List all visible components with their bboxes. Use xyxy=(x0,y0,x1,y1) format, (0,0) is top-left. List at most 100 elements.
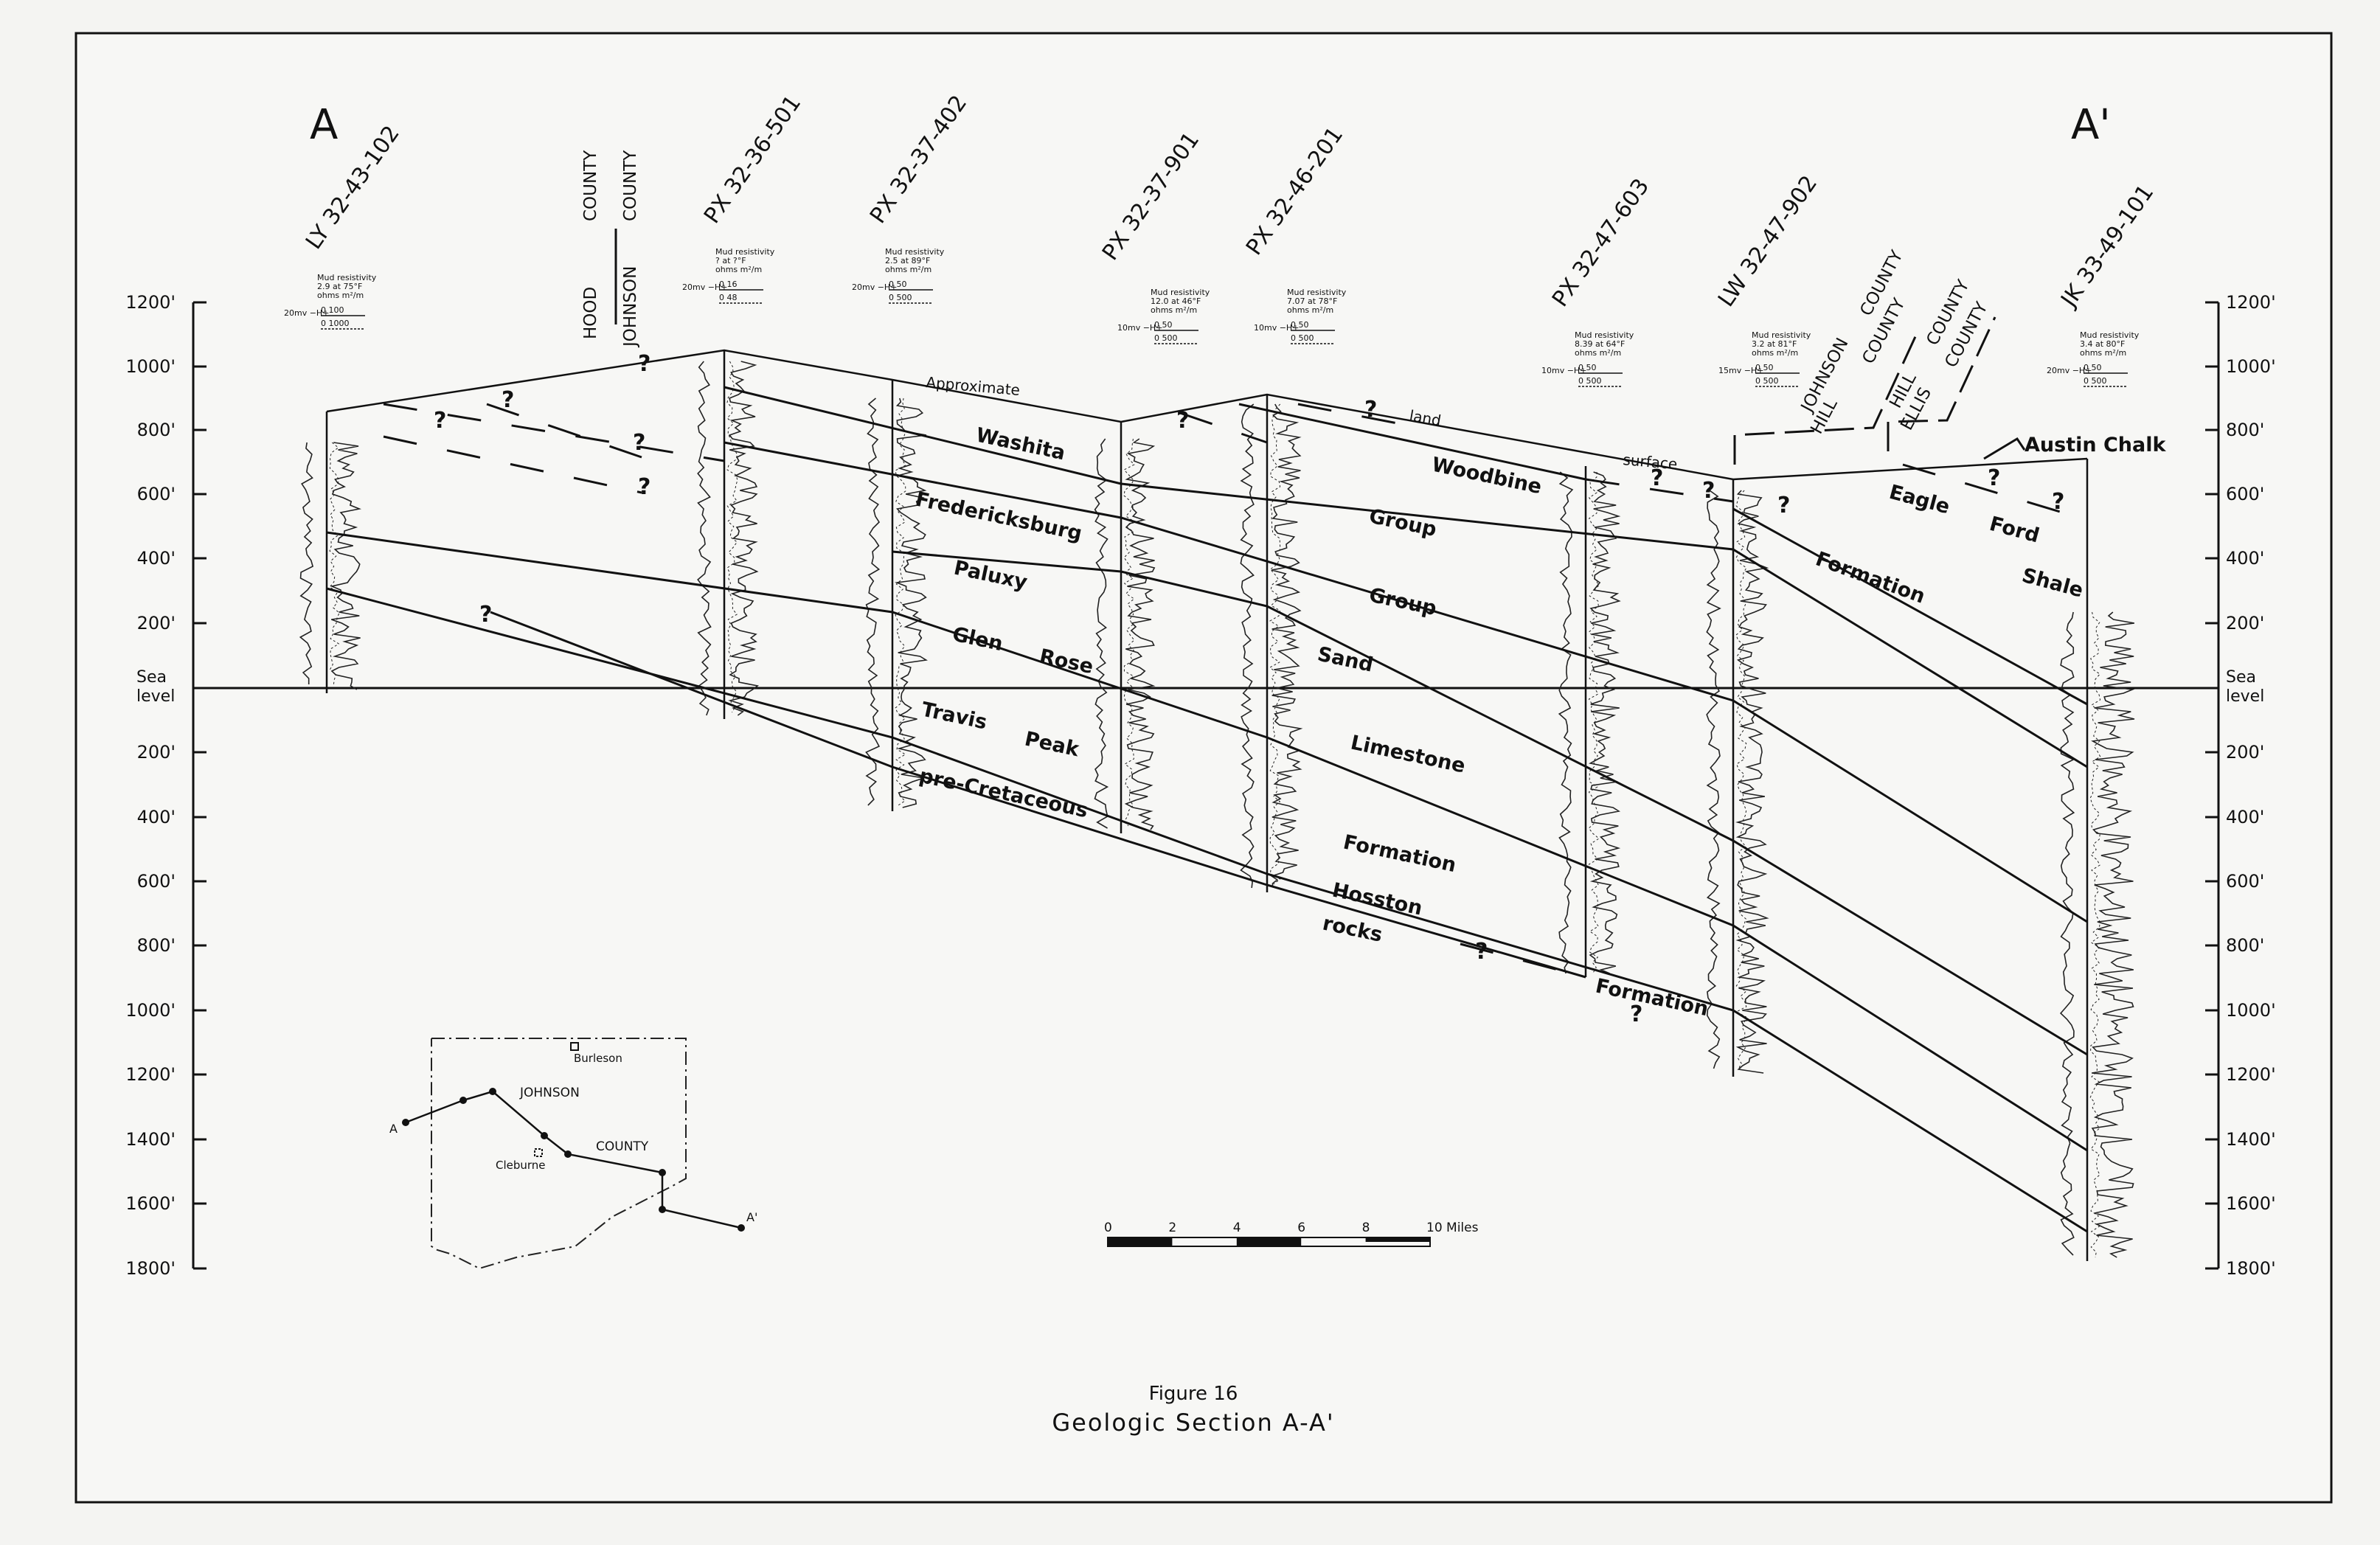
depth-label: 1200' xyxy=(125,1064,176,1085)
question-mark: ? xyxy=(1702,478,1715,504)
question-mark: ? xyxy=(1777,493,1790,518)
question-mark: ? xyxy=(2052,489,2064,515)
mud-resistivity-line: ohms m²/m xyxy=(1151,305,1197,315)
sp-log-curve xyxy=(1094,438,1109,829)
figure-title: Geologic Section A-A' xyxy=(1052,1409,1334,1437)
mud-resistivity-line: ohms m²/m xyxy=(1752,348,1798,358)
question-mark: ? xyxy=(638,474,650,500)
figure-number: Figure 16 xyxy=(1149,1383,1238,1405)
sp-scale: 10mv −H+ xyxy=(1541,366,1586,375)
depth-label: 200' xyxy=(2226,613,2264,633)
question-mark: ? xyxy=(1651,465,1663,491)
electric-log-traces xyxy=(299,361,2135,1258)
sp-scale: 10mv −H+ xyxy=(1117,323,1162,333)
resistivity-scale-2: 0 500 xyxy=(889,293,912,302)
resistivity-scale-1: 0 50 xyxy=(1755,363,1774,372)
mud-resistivity-line: Mud resistivity xyxy=(1287,288,1347,297)
mud-resistivity-line: Mud resistivity xyxy=(1575,330,1634,340)
mud-resistivity-line: 7.07 at 78°F xyxy=(1287,296,1337,306)
mud-resistivity-line: ohms m²/m xyxy=(1575,348,1621,358)
resistivity-scale-2: 0 500 xyxy=(1578,376,1602,386)
sp-scale: 20mv −H+ xyxy=(284,308,329,318)
question-mark: ? xyxy=(1988,465,2000,491)
resistivity-scale-2: 0 1000 xyxy=(321,319,350,328)
resistivity-scale-2: 0 500 xyxy=(2084,376,2107,386)
depth-label: 800' xyxy=(2226,935,2264,956)
scale-tick-label: 8 xyxy=(1362,1221,1370,1235)
resistivity-log-curve-short xyxy=(895,397,906,807)
depth-label: 600' xyxy=(2226,484,2264,504)
inset-section-line xyxy=(405,1090,742,1229)
question-mark: ? xyxy=(1630,1001,1642,1027)
depth-label: 200' xyxy=(137,613,176,633)
depth-label: 200' xyxy=(2226,742,2264,763)
depth-label: 400' xyxy=(137,807,176,827)
question-mark: ? xyxy=(638,351,650,377)
sp-log-curve xyxy=(697,361,712,716)
depth-label: 800' xyxy=(137,935,176,956)
boundary-fredericksburg-top xyxy=(724,441,2088,923)
scale-tick-label: 4 xyxy=(1233,1221,1241,1235)
resistivity-scale-1: 0 100 xyxy=(321,305,344,315)
inset-well-location xyxy=(659,1206,666,1213)
depth-label: 400' xyxy=(2226,548,2264,569)
mud-resistivity-line: ohms m²/m xyxy=(2080,348,2126,358)
depth-label: 1400' xyxy=(125,1129,176,1150)
sp-scale: 20mv −H+ xyxy=(2047,366,2092,375)
inset-well-location xyxy=(738,1224,745,1232)
resistivity-log-curve-short xyxy=(329,442,340,686)
inset-well-location xyxy=(459,1097,467,1104)
question-mark: ? xyxy=(1364,397,1377,423)
inset-well-location xyxy=(564,1150,572,1158)
inferred-boundaries xyxy=(383,403,2088,979)
depth-label: 1000' xyxy=(125,1000,176,1021)
resistivity-log-curve xyxy=(728,361,759,716)
depth-label: 1400' xyxy=(2226,1129,2276,1150)
resistivity-scale-2: 0 500 xyxy=(1154,333,1178,343)
mud-resistivity-line: ohms m²/m xyxy=(715,265,762,274)
question-mark: ? xyxy=(633,430,645,456)
depth-label: 400' xyxy=(137,548,176,569)
boundary-travis-peak-top xyxy=(326,587,2088,1233)
mud-resistivity-line: 8.39 at 64°F xyxy=(1575,339,1625,349)
boundary-washita-top xyxy=(724,386,2088,768)
end-label-left: A xyxy=(310,101,338,149)
sp-log-curve xyxy=(1558,471,1574,974)
depth-label: 1800' xyxy=(125,1258,176,1279)
inset-label-county: COUNTY xyxy=(596,1139,649,1154)
sp-log-curve xyxy=(299,442,314,685)
formation-boundaries xyxy=(326,386,2088,1233)
inset-well-location xyxy=(659,1169,666,1176)
resistivity-log-curve-short xyxy=(726,361,738,713)
depth-label: 200' xyxy=(137,742,176,763)
scale-tick-label: 10 Miles xyxy=(1426,1221,1479,1235)
inset-label-cleburne: Cleburne xyxy=(496,1159,546,1172)
resistivity-scale-2: 0 48 xyxy=(719,293,738,302)
mud-resistivity-line: ohms m²/m xyxy=(317,291,364,300)
resistivity-log-curve-short xyxy=(2089,611,2101,1258)
inset-label-johnson: JOHNSON xyxy=(519,1086,580,1100)
resistivity-log-curve xyxy=(1270,403,1303,888)
depth-label: 1600' xyxy=(125,1193,176,1214)
resistivity-log-curve xyxy=(1735,490,1769,1074)
sp-log-curve xyxy=(865,397,881,806)
mud-resistivity-line: Mud resistivity xyxy=(2080,330,2140,340)
inset-well-location xyxy=(402,1119,409,1126)
boundary-glen-rose-top xyxy=(326,531,2088,1152)
mud-resistivity-line: Mud resistivity xyxy=(1752,330,1811,340)
inset-label-a-prime: A' xyxy=(746,1210,757,1224)
depth-label: 600' xyxy=(137,871,176,892)
depth-label: 1200' xyxy=(2226,292,2276,313)
resistivity-scale-1: 0 50 xyxy=(1578,363,1597,372)
depth-label: 1200' xyxy=(2226,1064,2276,1085)
resistivity-log-curve xyxy=(894,397,928,808)
mud-resistivity-line: Mud resistivity xyxy=(317,273,377,282)
resistivity-scale-2: 0 500 xyxy=(1755,376,1779,386)
cleburne-town-marker xyxy=(534,1148,543,1157)
inset-well-location xyxy=(541,1132,548,1139)
inset-label-a: A xyxy=(389,1122,398,1136)
